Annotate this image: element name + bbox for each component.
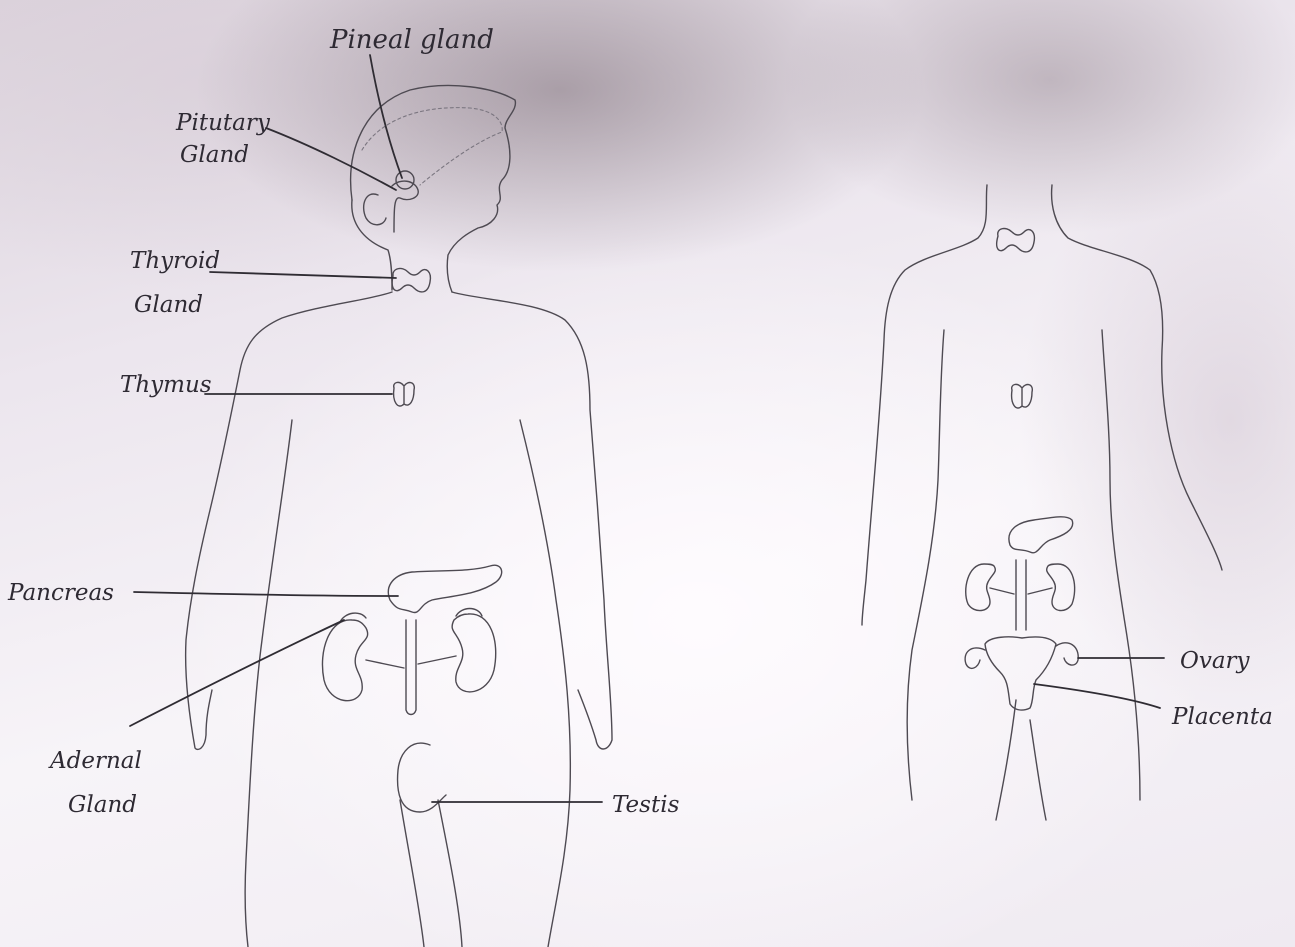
male-kidney-left [322,620,367,701]
label-pineal-gland: Pineal gland [329,25,494,55]
male-head-outline [351,85,516,292]
female-pancreas [1009,517,1073,553]
female-kidney-left [966,564,996,611]
female-ovary-left [965,648,985,668]
male-ear [364,194,386,225]
labels: Pineal gland Pitutary Gland Thyroid Glan… [7,25,1273,818]
label-ovary: Ovary [1180,648,1251,674]
female-neck-right [1052,185,1222,570]
female-leg-lines [996,700,1046,820]
label-thyroid-line1: Thyroid [130,248,220,274]
female-arm-inner-right [1102,330,1140,800]
female-uterus [985,637,1056,710]
male-kidney-right [452,614,496,692]
male-arm-inner-right [520,420,570,947]
male-leg-inner [400,800,462,947]
female-arm-inner-left [907,330,944,800]
pancreas-leader [134,592,398,596]
male-thyroid-gland [392,269,430,292]
pineal-leader [370,55,402,178]
adrenal-leader [130,620,344,726]
thyroid-leader [210,272,396,278]
label-thymus: Thymus [120,372,212,398]
male-pancreas [388,565,501,612]
female-kidney-right [1047,564,1075,611]
label-adrenal-line2: Gland [68,792,137,818]
label-pancreas: Pancreas [7,580,114,606]
male-thymus [394,382,415,406]
label-placenta: Placenta [1171,704,1273,730]
placenta-leader [1034,684,1160,708]
label-pituitary-line2: Gland [180,142,249,168]
label-adrenal-line1: Adernal [48,748,142,774]
male-figure [186,85,612,947]
label-pituitary-line1: Pitutary [175,110,271,136]
label-testis: Testis [612,792,680,818]
pituitary-leader [266,128,396,190]
male-aorta [366,620,456,715]
female-thymus [1012,384,1033,408]
male-torso-right [452,292,612,749]
female-neck-left [862,185,987,625]
female-vessels [990,560,1052,630]
leader-lines [130,55,1164,802]
female-figure [862,185,1222,820]
male-arm-inner-left [245,420,292,947]
male-pineal-gland [396,171,414,189]
label-thyroid-line2: Gland [134,292,203,318]
female-ovary-right [1056,643,1078,665]
female-thyroid-gland [997,229,1035,252]
